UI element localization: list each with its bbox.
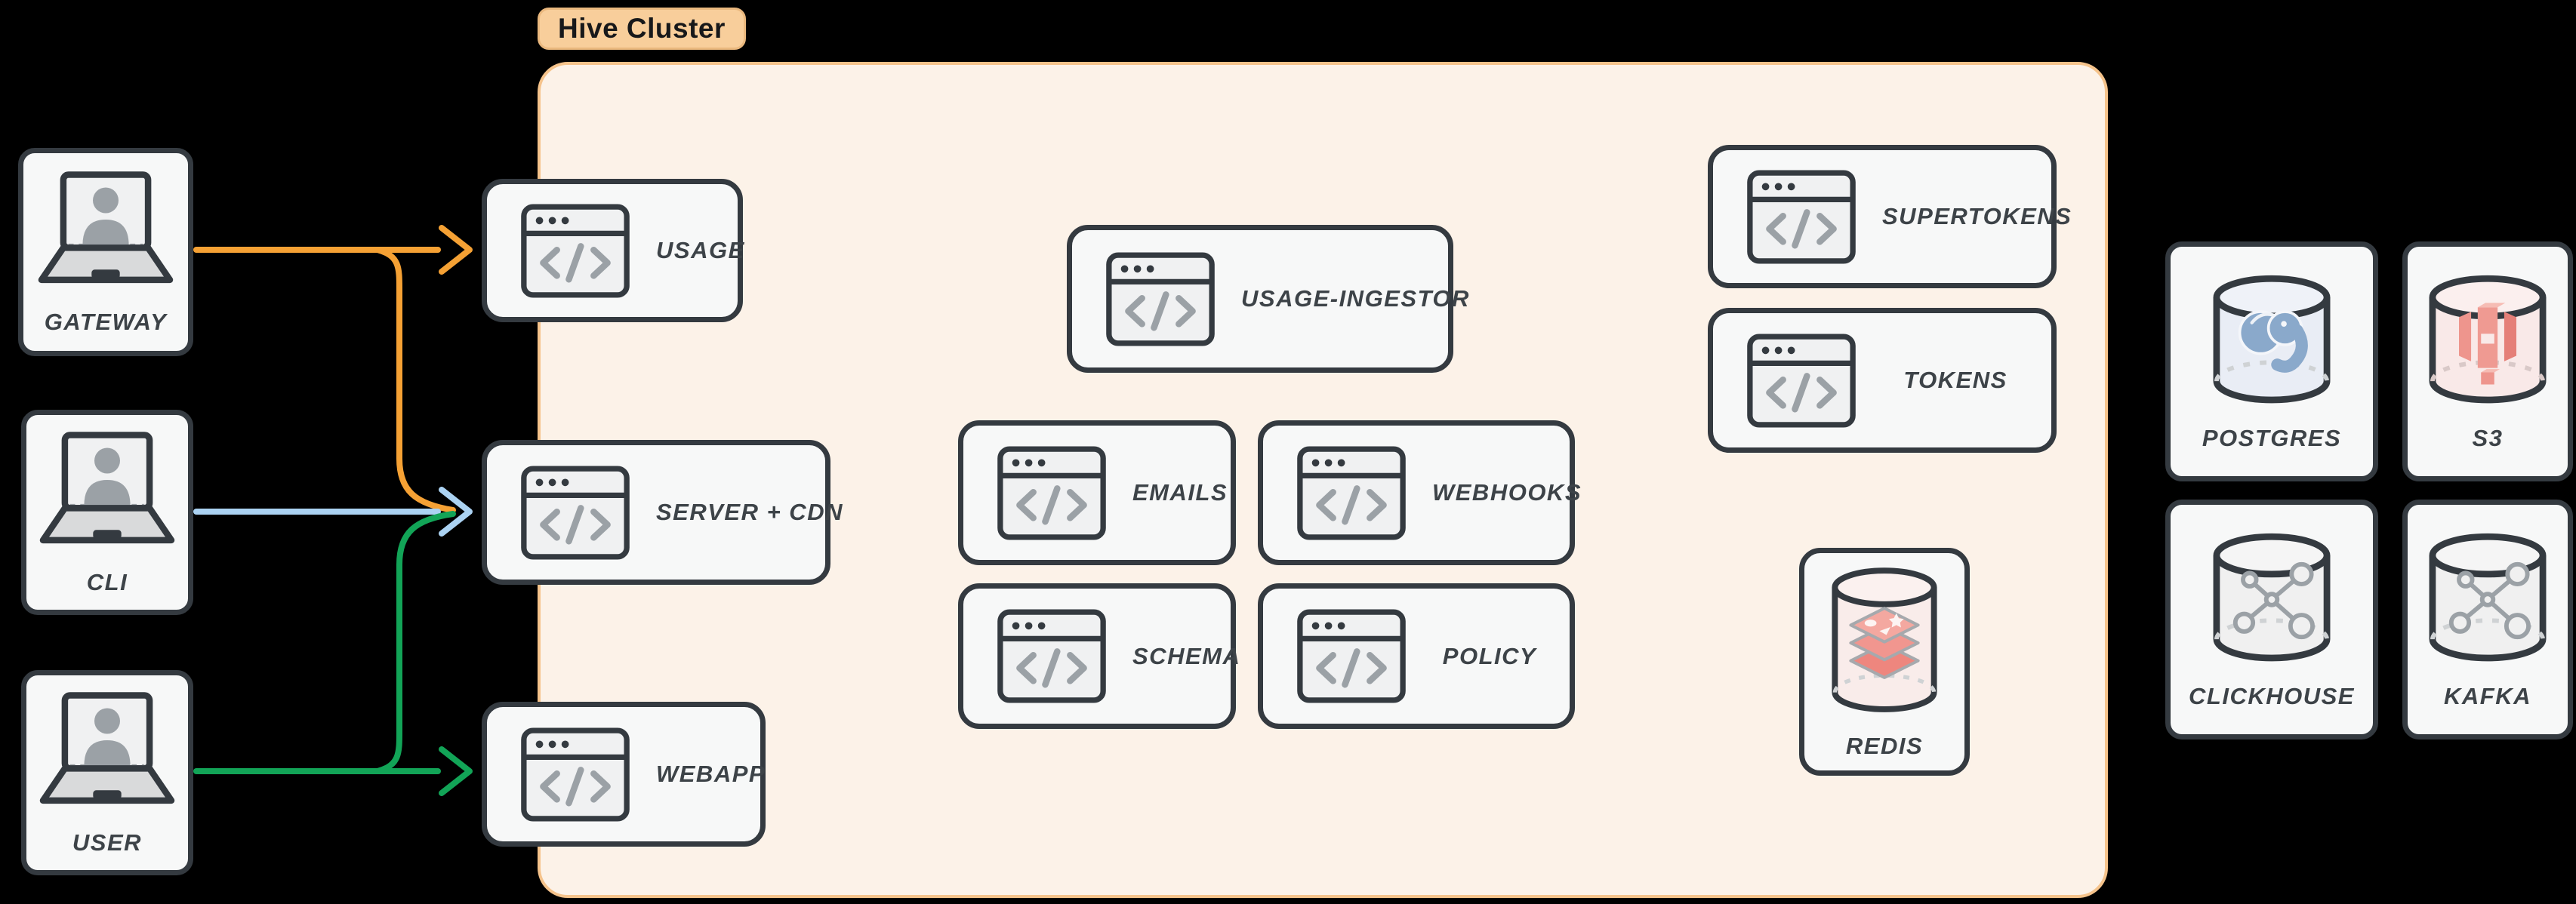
postgres-database-icon (2205, 271, 2338, 414)
edge-user-webapp-arrowhead-icon (439, 746, 473, 796)
client-label: GATEWAY (44, 309, 168, 335)
code-window-icon (1746, 169, 1857, 265)
hive-cluster-label: Hive Cluster (558, 13, 726, 44)
edge-gateway-servercdn (374, 247, 456, 513)
edge-cli-servercdn-arrowhead-icon (439, 487, 473, 537)
edge-gateway-usage-arrowhead-icon (439, 225, 473, 275)
code-window-icon (520, 727, 630, 823)
code-window-icon (520, 465, 630, 561)
datastore-label: REDIS (1845, 733, 1924, 759)
laptop-user-icon (29, 168, 183, 297)
client-node-gateway: GATEWAY (18, 148, 193, 356)
laptop-user-icon (30, 429, 184, 557)
kafka-database-icon (2421, 529, 2554, 672)
datastore-label: CLICKHOUSE (2189, 683, 2355, 709)
service-label: USAGE (656, 237, 745, 263)
code-window-icon (997, 608, 1107, 704)
service-node-usage-ingestor: USAGE-INGESTOR (1067, 225, 1468, 373)
code-window-icon (1105, 251, 1216, 347)
datastore-node-kafka: KAFKA (2402, 500, 2573, 739)
network-graph-icon (2232, 561, 2315, 640)
datastore-label: KAFKA (2444, 683, 2531, 709)
network-graph-icon (2448, 561, 2531, 640)
service-node-policy: POLICY (1258, 583, 1575, 729)
datastore-node-postgres: POSTGRES (2165, 241, 2378, 481)
service-label: WEBHOOKS (1432, 479, 1582, 506)
service-label: SERVER + CDN (656, 499, 843, 525)
service-label: TOKENS (1903, 367, 2007, 393)
code-window-icon (520, 203, 630, 299)
service-label: POLICY (1442, 642, 1537, 669)
clickhouse-database-icon (2205, 529, 2338, 672)
redis-database-icon (1825, 564, 1944, 722)
code-window-icon (1296, 608, 1407, 704)
service-node-emails: EMAILS (958, 420, 1236, 565)
edge-user-servercdn (374, 511, 456, 774)
service-label: SCHEMA (1132, 642, 1241, 669)
service-node-tokens: TOKENS (1708, 308, 2057, 453)
datastore-label: POSTGRES (2202, 425, 2342, 451)
client-node-cli: CLI (21, 410, 193, 615)
client-node-user: USER (21, 670, 193, 875)
laptop-user-icon (30, 689, 184, 817)
service-node-supertokens: SUPERTOKENS (1708, 145, 2071, 288)
service-label: WEBAPP (656, 761, 766, 787)
service-label: EMAILS (1132, 479, 1228, 506)
service-label: USAGE-INGESTOR (1241, 285, 1470, 312)
service-node-schema: SCHEMA (958, 583, 1240, 729)
service-node-webapp: WEBAPP (482, 702, 766, 847)
datastore-node-clickhouse: CLICKHOUSE (2165, 500, 2378, 739)
datastore-node-s3: S3 (2402, 241, 2573, 481)
code-window-icon (1296, 445, 1407, 541)
service-node-usage: USAGE (482, 179, 745, 322)
datastore-label: S3 (2472, 425, 2504, 451)
service-node-webhooks: WEBHOOKS (1258, 420, 1581, 565)
postgres-elephant-icon (2238, 310, 2308, 373)
client-label: CLI (86, 569, 128, 595)
service-label: SUPERTOKENS (1882, 203, 2072, 229)
code-window-icon (1746, 333, 1857, 429)
client-label: USER (72, 829, 143, 856)
service-node-server-cdn: SERVER + CDN (482, 440, 842, 585)
s3-database-icon (2421, 271, 2554, 414)
code-window-icon (997, 445, 1107, 541)
datastore-node-redis: REDIS (1799, 548, 1970, 776)
s3-buckets-icon (2459, 303, 2516, 385)
hive-cluster-badge: Hive Cluster (538, 8, 746, 50)
